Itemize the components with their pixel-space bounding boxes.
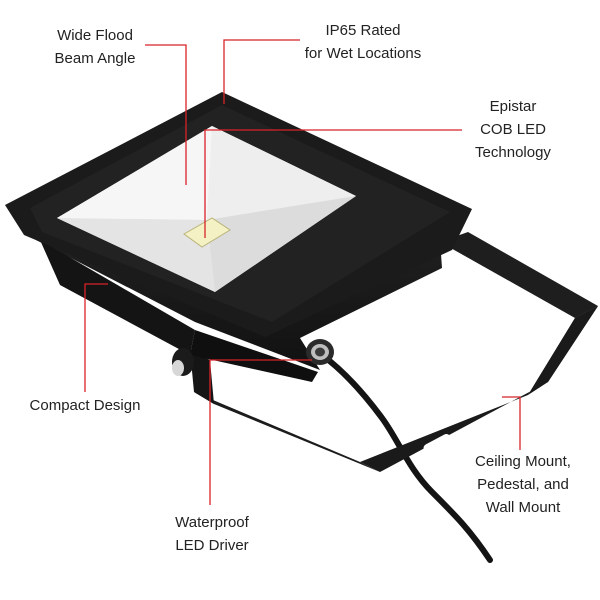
callout-text: for Wet Locations: [304, 45, 422, 62]
callout-epistar: Epistar COB LED Technology: [458, 95, 568, 164]
callout-compact-design: Compact Design: [14, 394, 156, 417]
callout-text: LED Driver: [175, 537, 249, 554]
cable-gland: [306, 339, 334, 365]
callout-line-driver: [209, 359, 312, 505]
callout-line-beam: [145, 44, 187, 185]
mounting-bracket: [190, 232, 598, 472]
callout-text: Epistar: [489, 98, 537, 115]
callout-mount-options: Ceiling Mount, Pedestal, and Wall Mount: [462, 450, 584, 519]
light-housing: [5, 92, 472, 382]
callout-line-epistar: [204, 129, 462, 238]
callout-text: Compact Design: [29, 397, 141, 414]
bracket-slot: [423, 434, 452, 453]
callout-line-ip65: [223, 39, 300, 104]
callout-beam-angle: Wide Flood Beam Angle: [40, 24, 150, 70]
callout-line-mount: [502, 396, 521, 450]
callout-text: IP65 Rated: [325, 22, 401, 39]
cob-led-chip: [183, 217, 231, 248]
callout-led-driver: Waterproof LED Driver: [160, 511, 264, 557]
callout-text: Wall Mount: [485, 499, 561, 516]
callout-text: Ceiling Mount,: [475, 453, 571, 470]
bracket-knob: [172, 348, 194, 376]
callout-text: Technology: [475, 144, 551, 161]
callout-text: Waterproof: [175, 514, 249, 531]
callout-ip65: IP65 Rated for Wet Locations: [288, 19, 438, 65]
callout-text: Beam Angle: [54, 50, 136, 67]
callout-lines: [84, 39, 521, 505]
bracket-slot: [533, 342, 554, 370]
callout-text: COB LED: [480, 121, 546, 138]
callout-text: Pedestal, and: [477, 476, 569, 493]
bracket-hole: [489, 395, 497, 403]
callout-line-compact: [84, 283, 108, 392]
callout-text: Wide Flood: [57, 27, 133, 44]
